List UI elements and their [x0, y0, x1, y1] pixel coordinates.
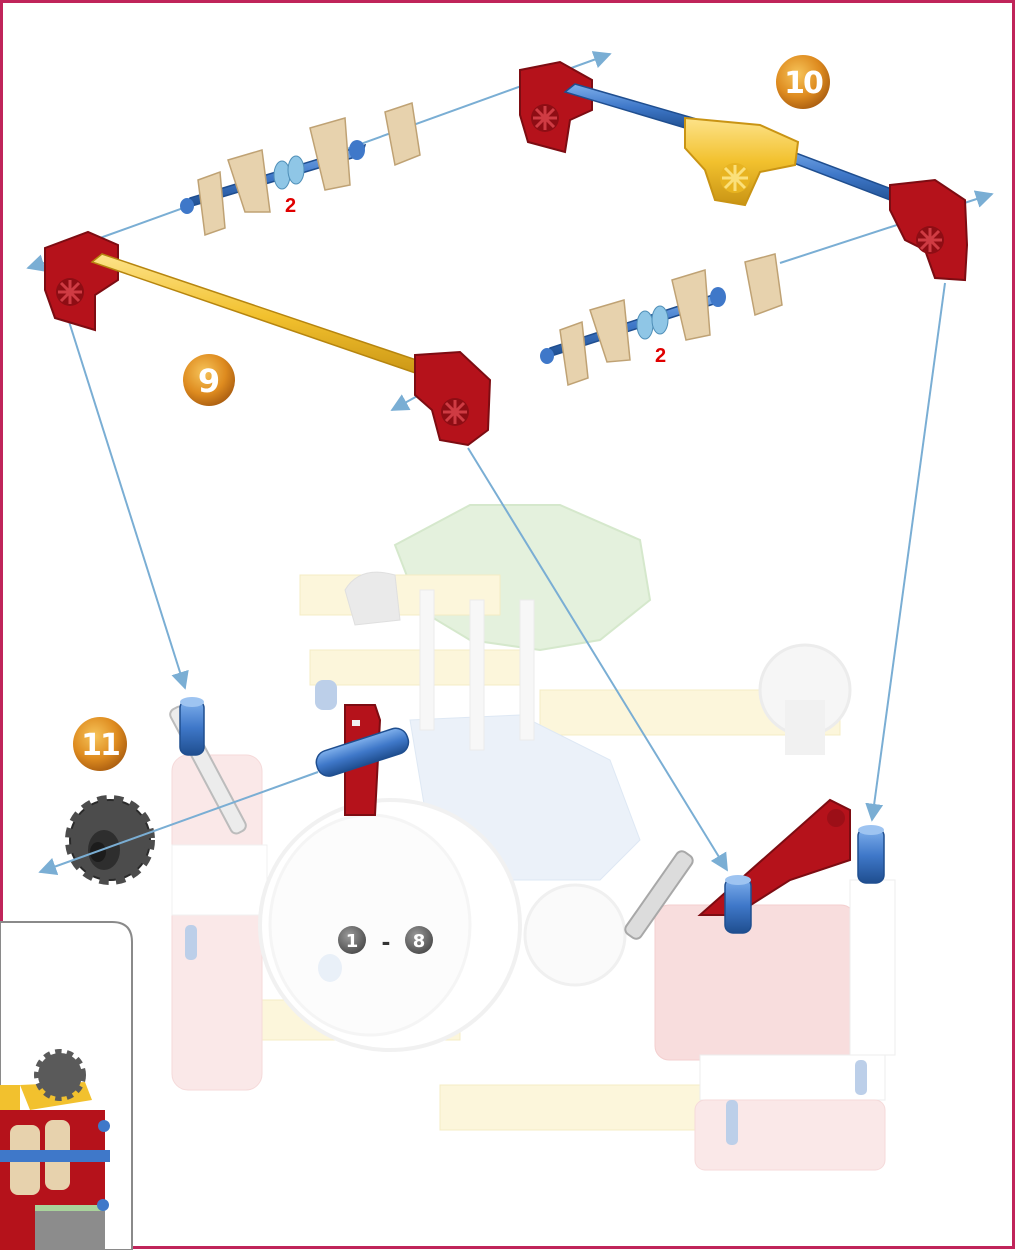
step-badge-10: 10 [776, 55, 830, 109]
dark-gear [70, 800, 150, 880]
step-number-9: 9 [198, 362, 220, 400]
blue-peg-right-front [725, 875, 751, 933]
inset-preview-panel [0, 922, 132, 1250]
blue-peg-left [180, 697, 204, 755]
range-label: 1 - 8 [338, 926, 433, 956]
step-badge-11: 11 [73, 717, 127, 771]
range-from: 1 [346, 931, 359, 952]
step-number-11: 11 [81, 728, 119, 763]
quantity-label-right: 2 [655, 345, 666, 367]
blue-peg-right-back [858, 825, 884, 883]
step-number-10: 10 [784, 66, 823, 101]
quantity-label-left: 2 [285, 195, 296, 217]
range-to: 8 [413, 931, 426, 952]
step-badge-9: 9 [183, 354, 235, 406]
range-dash: - [382, 926, 391, 956]
